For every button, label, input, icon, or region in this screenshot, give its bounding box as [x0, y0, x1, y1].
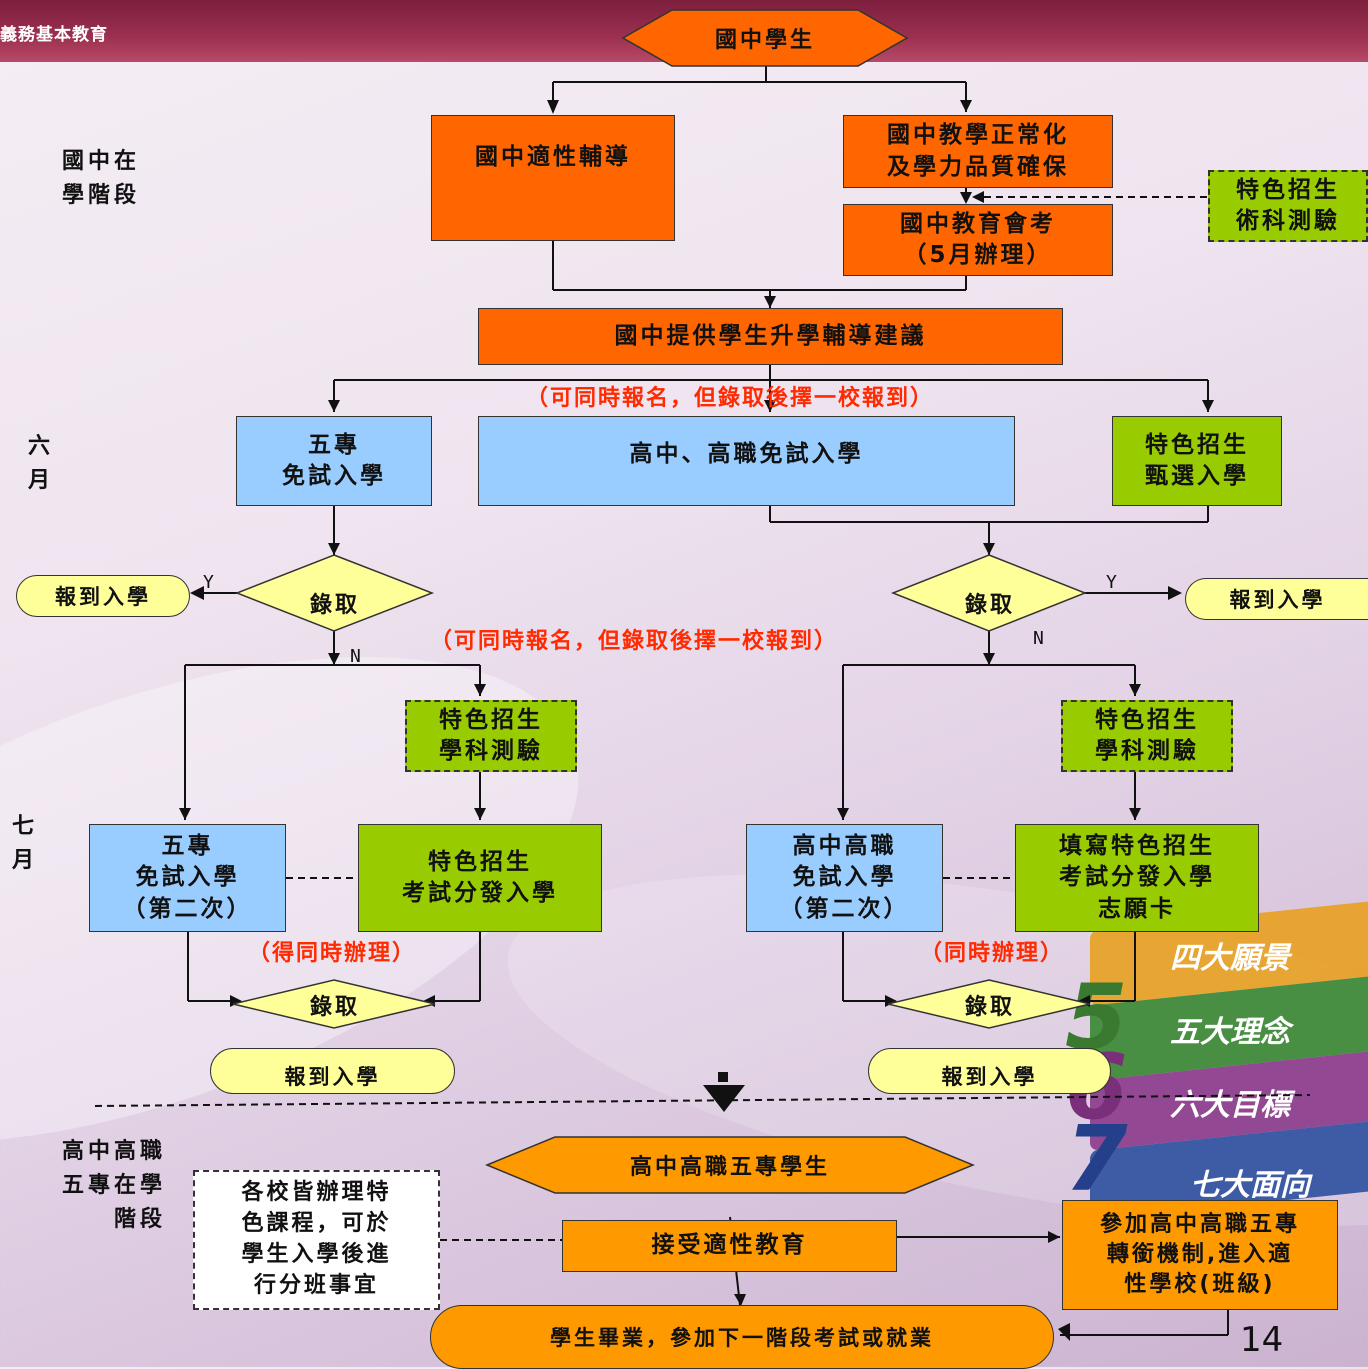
deco-label-5: 五大理念: [1170, 1015, 1290, 1050]
enroll-pill-top-left: 報到入學: [16, 575, 190, 617]
deco-label-4: 四大願景: [1170, 941, 1290, 976]
transfer-mechanism-box: 參加高中高職五專 轉銜機制,進入適 性學校(班級): [1062, 1200, 1338, 1310]
subject-test-left-box: 特色招生 學科測驗: [405, 700, 577, 772]
exam-box: 國中教育會考 （5月辦理）: [843, 204, 1113, 276]
admit-decision-right: 錄取: [964, 593, 1015, 618]
note-can-same-time: （得同時辦理）: [248, 941, 417, 966]
note-same-time: （同時辦理）: [920, 941, 1065, 966]
stage-label-junior: 國中在 學階段: [62, 149, 141, 209]
branch-n-right: N: [1033, 628, 1044, 649]
note-simultaneous-1: （可同時報名，但錄取後擇一校報到）: [526, 386, 935, 411]
five-year-free-box: 五專 免試入學: [236, 416, 432, 506]
receive-education-box: 接受適性教育: [562, 1220, 897, 1272]
deco-label-6: 六大目標: [1170, 1088, 1290, 1123]
branch-n-left: N: [350, 646, 361, 667]
hs-second-box: 高中高職 免試入學 （第二次）: [746, 824, 943, 932]
senior-students-node: 高中高職五專學生: [629, 1155, 830, 1180]
note-simultaneous-2: （可同時報名，但錄取後擇一校報到）: [430, 629, 839, 654]
enroll-pill-bottom-left: 報到入學: [210, 1048, 455, 1094]
branch-y-right: Y: [1106, 572, 1117, 593]
header-title: 義務基本教育: [0, 25, 108, 45]
fill-wish-card-box: 填寫特色招生 考試分發入學 志願卡: [1015, 824, 1259, 932]
special-exam-assign-box: 特色招生 考試分發入學: [358, 824, 602, 932]
month-label-june: 六 月: [28, 434, 55, 494]
five-year-second-box: 五專 免試入學 （第二次）: [89, 824, 286, 932]
deco-number-7: 7: [1065, 1107, 1128, 1212]
subject-test-right-box: 特色招生 學科測驗: [1061, 700, 1233, 772]
hs-free-box: 高中、高職免試入學: [478, 416, 1015, 506]
page-number: 14: [1240, 1320, 1284, 1360]
special-selection-box: 特色招生 甄選入學: [1112, 416, 1282, 506]
teaching-normalization-box: 國中教學正常化 及學力品質確保: [843, 115, 1113, 188]
enroll-pill-bottom-right: 報到入學: [868, 1048, 1111, 1094]
admit-decision-left: 錄取: [309, 593, 360, 618]
branch-y-left: Y: [203, 572, 214, 593]
month-label-july: 七 月: [12, 814, 39, 874]
admit-decision-bottom-right: 錄取: [964, 995, 1015, 1020]
special-skill-test-box: 特色招生 術科測驗: [1208, 170, 1368, 242]
deco-label-7: 七大面向: [1190, 1168, 1310, 1203]
admit-decision-bottom-left: 錄取: [309, 995, 360, 1020]
stage-label-senior: 高中高職 五專在學 階段: [62, 1139, 167, 1233]
start-node: 國中學生: [714, 28, 815, 53]
enroll-pill-top-right: 報到入學: [1185, 578, 1368, 620]
advising-box: 國中提供學生升學輔導建議: [478, 308, 1063, 365]
graduate-pill: 學生畢業，參加下一階段考試或就業: [430, 1305, 1054, 1369]
aptitude-guidance-box: 國中適性輔導: [431, 115, 675, 241]
school-courses-note: 各校皆辦理特 色課程，可於 學生入學後進 行分班事宜: [193, 1170, 440, 1310]
